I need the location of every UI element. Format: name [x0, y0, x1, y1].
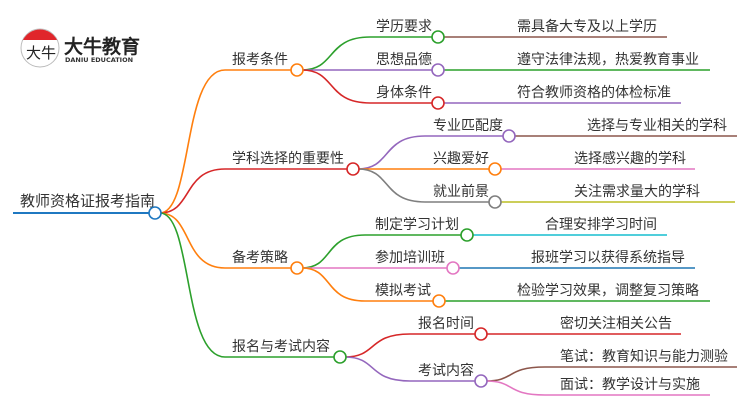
leaf-edge	[485, 380, 546, 396]
branch-edge	[159, 212, 226, 269]
leaf-label: 检验学习效果，调整复习策略	[517, 282, 699, 299]
logo-name-en: DANIU EDUCATION	[65, 56, 133, 64]
topic-node-toggle[interactable]	[460, 228, 474, 242]
topic-node-toggle[interactable]	[488, 162, 502, 176]
leaf-label: 选择与专业相关的学科	[587, 118, 727, 134]
topic-label: 考试内容	[418, 362, 474, 379]
topic-node-toggle[interactable]	[474, 327, 488, 341]
leaf-label: 报班学习以获得系统指导	[531, 249, 685, 266]
leaf-label: 选择感兴趣的学科	[574, 150, 686, 167]
branch-label: 报考条件	[232, 51, 288, 68]
leaf-label: 关注需求量大的学科	[574, 184, 700, 200]
topic-node-toggle[interactable]	[502, 129, 516, 143]
topic-edge	[301, 267, 366, 302]
topic-label: 就业前景	[433, 183, 489, 200]
root-node-toggle[interactable]	[148, 206, 162, 220]
topic-node-toggle[interactable]	[488, 195, 502, 209]
leaf-edge	[485, 366, 546, 382]
logo: 大牛 大牛教育 DANIU EDUCATION	[20, 28, 140, 68]
branch-edge	[159, 168, 226, 214]
branch-label: 学科选择的重要性	[232, 151, 344, 167]
topic-label: 模拟考试	[375, 283, 431, 299]
leaf-label: 符合教师资格的体检标准	[517, 85, 671, 101]
topic-label: 报名时间	[418, 316, 474, 332]
topic-edge	[301, 36, 371, 71]
leaf-label: 需具备大专及以上学历	[517, 18, 657, 35]
branch-node-toggle[interactable]	[346, 162, 360, 176]
logo-name-cn: 大牛教育	[64, 35, 140, 58]
leaf-label: 面试：教学设计与实施	[560, 377, 700, 393]
branch-label: 报名与考试内容	[232, 338, 330, 355]
branch-node-toggle[interactable]	[290, 261, 304, 275]
branch-node-toggle[interactable]	[333, 350, 347, 364]
topic-node-toggle[interactable]	[431, 96, 445, 110]
root-label: 教师资格证报考指南	[20, 192, 155, 210]
topic-node-toggle[interactable]	[446, 261, 460, 275]
branch-edge	[159, 69, 226, 214]
topic-label: 学历要求	[376, 19, 432, 35]
leaf-label: 遵守法律法规，热爱教育事业	[517, 51, 699, 68]
topic-edge	[357, 135, 426, 170]
topic-label: 兴趣爱好	[433, 151, 489, 167]
topic-label: 身体条件	[376, 84, 432, 101]
topic-node-toggle[interactable]	[432, 294, 446, 308]
topic-node-toggle[interactable]	[474, 374, 488, 388]
topic-node-toggle[interactable]	[431, 30, 445, 44]
topic-label: 思想品德	[376, 52, 432, 68]
leaf-label: 密切关注相关公告	[560, 315, 672, 332]
topic-edge	[301, 69, 371, 104]
topic-edge	[344, 356, 411, 382]
topic-label: 参加培训班	[375, 249, 445, 266]
topic-label: 专业匹配度	[433, 118, 503, 134]
branch-edge	[159, 212, 226, 358]
topic-label: 制定学习计划	[375, 217, 459, 233]
leaf-label: 笔试：教育知识与能力测验	[560, 348, 728, 365]
topic-node-toggle[interactable]	[431, 63, 445, 77]
topic-edge	[357, 168, 426, 203]
leaf-label: 合理安排学习时间	[545, 217, 657, 233]
branch-label: 备考策略	[232, 249, 288, 266]
logo-red-cap	[23, 29, 57, 40]
topic-edge	[344, 333, 411, 358]
branch-node-toggle[interactable]	[290, 63, 304, 77]
logo-mark-text: 大牛	[26, 44, 56, 62]
topic-edge	[301, 234, 366, 269]
